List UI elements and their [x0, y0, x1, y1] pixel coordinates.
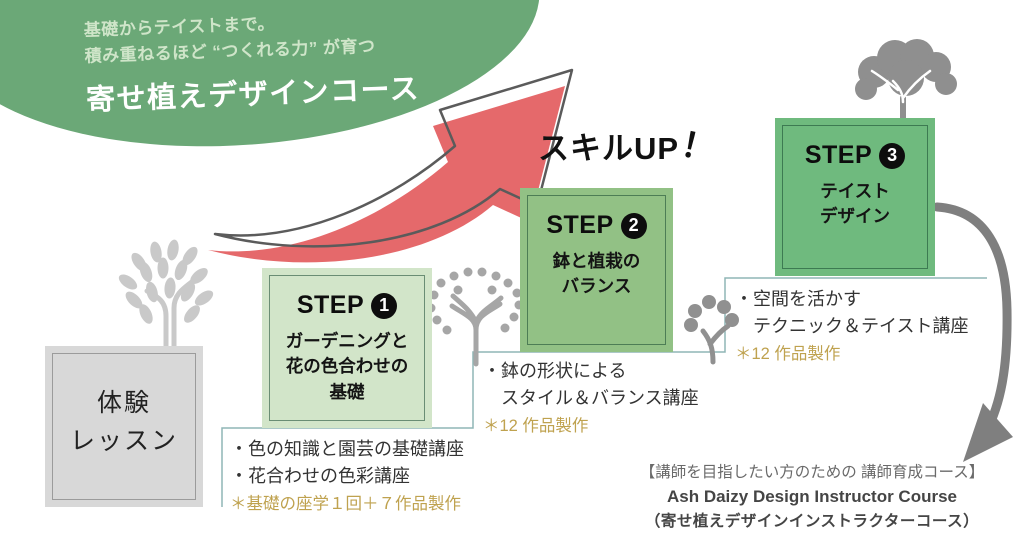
tree-dot-icon: [426, 267, 524, 367]
staircase-line: [221, 277, 987, 507]
step1-bullet-2: ・花合わせの色彩講座: [230, 466, 410, 486]
tree-blob-small-icon: [684, 295, 739, 365]
skill-up-label: スキルUP！: [538, 120, 720, 170]
step3-bullet-1: ・空間を活かす: [735, 289, 861, 309]
step1-notes: ・色の知識と園芸の基礎講座 ・花合わせの色彩講座 ＊基礎の座学１回＋７作品製作: [230, 436, 464, 517]
skill-up-text: スキルUP: [538, 131, 680, 166]
footer-line2: Ash Daizy Design Instructor Course: [666, 487, 957, 507]
step2-number-badge: 2: [620, 212, 647, 239]
trial-lesson-line2: レッスン: [69, 425, 178, 455]
tree-blob-large-icon: [855, 39, 957, 123]
step1-box: STEP 1 ガーデニングと 花の色合わせの 基礎: [262, 268, 432, 428]
step3-bullet-2: テクニック＆テイスト講座: [735, 316, 969, 336]
step2-bullet-1: ・鉢の形状による: [483, 361, 627, 381]
step3-title: テイスト デザイン: [820, 181, 890, 227]
step3-note: ＊12 作品製作: [735, 345, 841, 363]
step2-title: 鉢と植栽の バランス: [552, 251, 641, 297]
tree-oval-icon: [118, 239, 214, 353]
step2-note: ＊12 作品製作: [483, 417, 589, 435]
step2-notes: ・鉢の形状による スタイル＆バランス講座 ＊12 作品製作: [483, 358, 699, 439]
curved-arrow-icon: [932, 202, 1013, 462]
step1-title: ガーデニングと 花の色合わせの 基礎: [285, 331, 409, 402]
step2-label: STEP: [546, 211, 614, 239]
trial-lesson-line1: 体験: [96, 388, 151, 417]
step1-number-badge: 1: [371, 292, 398, 319]
step2-bullet-2: スタイル＆バランス講座: [483, 388, 699, 408]
step2-box: STEP 2 鉢と植栽の バランス: [520, 188, 673, 352]
step1-label: STEP: [296, 291, 365, 319]
footer-line3: （寄せ植えデザインインストラクターコース）: [644, 512, 980, 530]
growth-arrow-icon: [208, 68, 574, 263]
trial-lesson-box: 体験 レッスン: [45, 346, 203, 507]
step3-label: STEP: [804, 141, 873, 169]
skill-up-exclamation: ！: [677, 125, 720, 171]
instructor-course-footer: 【講師を目指したい方のための 講師育成コース】 Ash Daizy Design…: [600, 461, 1024, 533]
footer-line1: 【講師を目指したい方のための 講師育成コース】: [639, 464, 985, 481]
step3-number-badge: 3: [879, 142, 906, 169]
step1-bullet-1: ・色の知識と園芸の基礎講座: [230, 439, 464, 459]
step1-note: ＊基礎の座学１回＋７作品製作: [230, 495, 461, 513]
step3-box: STEP 3 テイスト デザイン: [775, 118, 935, 276]
step3-notes: ・空間を活かす テクニック＆テイスト講座 ＊12 作品製作: [735, 286, 968, 367]
